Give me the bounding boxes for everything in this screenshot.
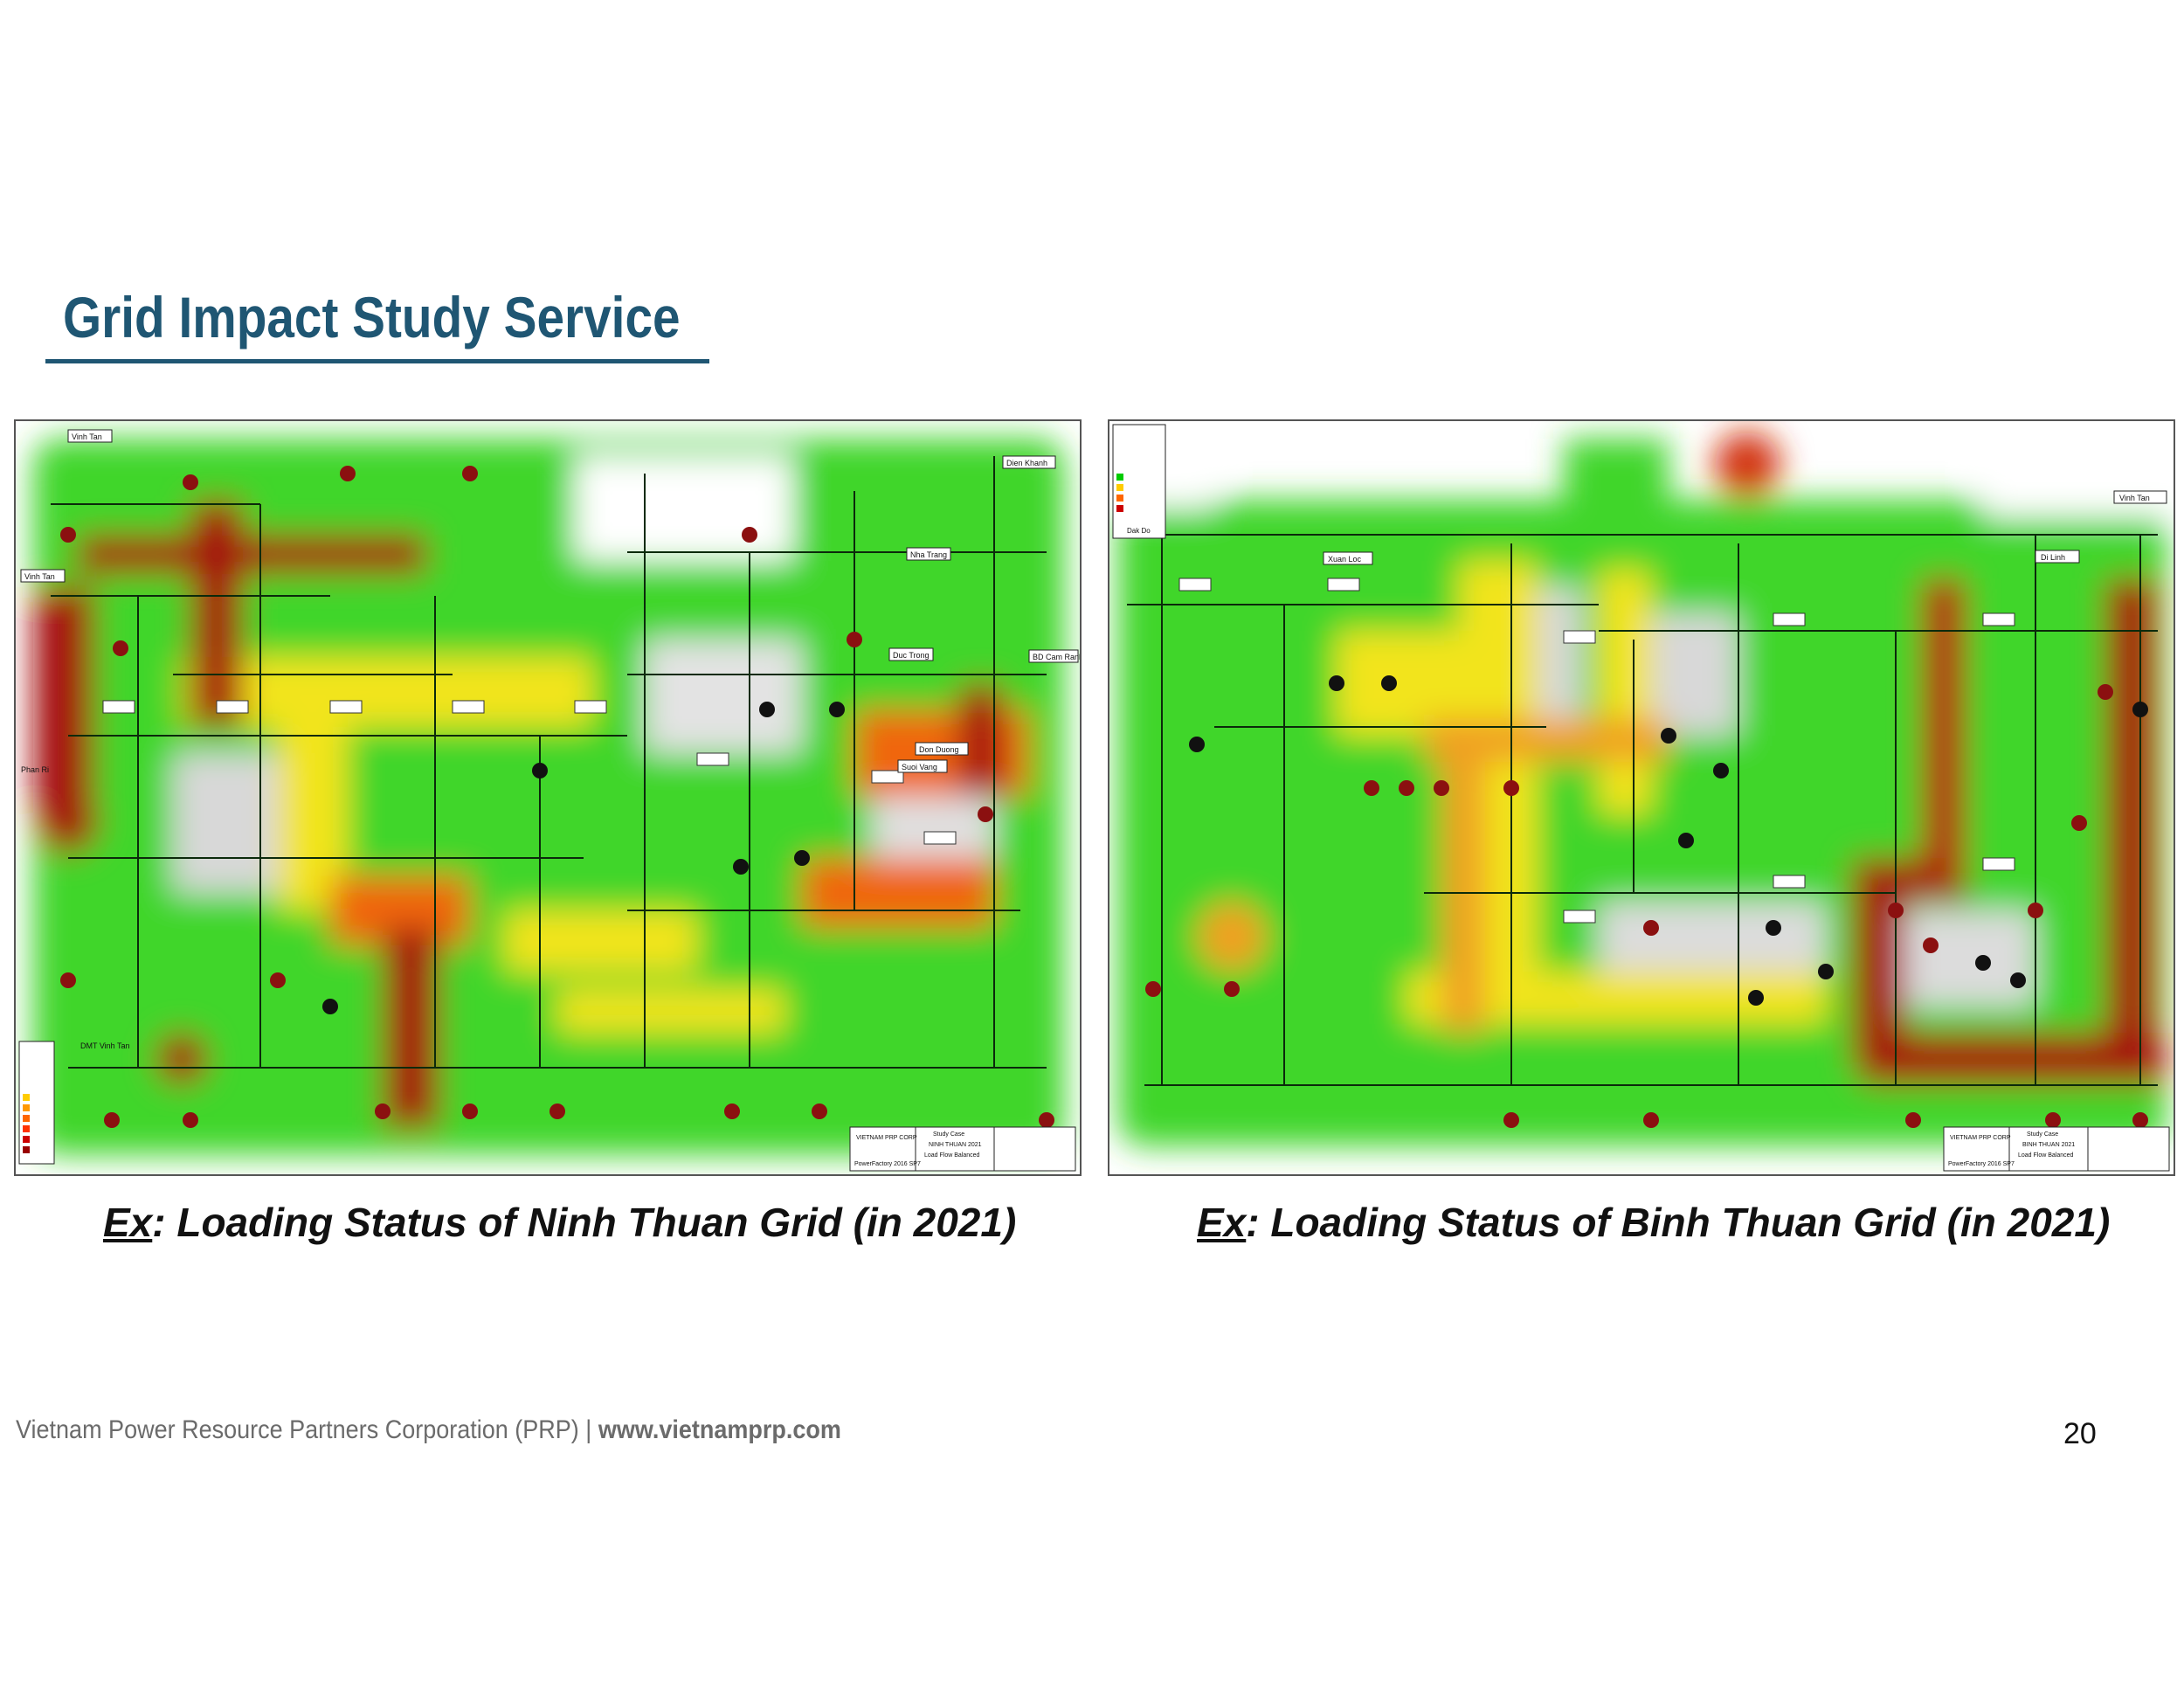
loading-heatmap [1118, 432, 2174, 1146]
caption-prefix: Ex [103, 1200, 153, 1245]
footer-url[interactable]: www.vietnamprp.com [598, 1415, 841, 1444]
svg-text:BINH THUAN 2021: BINH THUAN 2021 [2022, 1142, 2075, 1148]
slide-title: Grid Impact Study Service [63, 285, 681, 349]
caption-binh-thuan: Ex: Loading Status of Binh Thuan Grid (i… [1197, 1199, 2110, 1246]
label-suoi-vang: Suoi Vang [902, 763, 937, 771]
generator-symbols [1145, 684, 2148, 1128]
place-labels: Vinh Tan Vinh Tan Dien Khanh Nha Trang D… [20, 429, 1080, 1050]
ninh-thuan-grid-diagram: Vinh Tan Vinh Tan Dien Khanh Nha Trang D… [14, 419, 1082, 1176]
svg-text:Study Case: Study Case [2027, 1131, 2058, 1138]
caption-text: : Loading Status of Ninh Thuan Grid (in … [152, 1200, 1017, 1245]
title-underline [45, 359, 709, 363]
label-bd-cam-ranh: BD Cam Ranh [1033, 653, 1080, 661]
caption-text: : Loading Status of Binh Thuan Grid (in … [1246, 1200, 2111, 1245]
label-don-duong: Don Duong [919, 745, 959, 754]
binh-thuan-grid-diagram: Xuan Loc Vinh Tan Di Linh Dak Do VIETNAM… [1108, 419, 2175, 1176]
label-di-linh: Di Linh [2041, 553, 2065, 562]
busbars [51, 456, 1047, 1069]
caption-prefix: Ex [1197, 1200, 1247, 1245]
node-tags [1178, 578, 2015, 924]
label-nha-trang: Nha Trang [910, 550, 947, 559]
node-tags [102, 700, 957, 845]
svg-text:Load Flow Balanced: Load Flow Balanced [2018, 1152, 2074, 1159]
black-generator-symbols [1189, 675, 2148, 1006]
label-dak-do: Dak Do [1127, 527, 1151, 535]
label-vinh-tan-west: Vinh Tan [24, 572, 55, 581]
title-block: VIETNAM PRP CORP Study Case NINH THUAN 2… [849, 1126, 1076, 1172]
svg-text:Study Case: Study Case [933, 1131, 964, 1138]
generator-symbols [60, 466, 1054, 1128]
svg-text:NINH THUAN 2021: NINH THUAN 2021 [929, 1142, 982, 1148]
label-vinh-tan: Vinh Tan [2119, 494, 2150, 502]
label-phan-ri: Phan Ri [21, 765, 49, 774]
svg-text:PowerFactory 2016 SP7: PowerFactory 2016 SP7 [1948, 1161, 2015, 1167]
svg-text:VIETNAM PRP CORP: VIETNAM PRP CORP [1950, 1135, 2011, 1141]
svg-text:PowerFactory 2016 SP7: PowerFactory 2016 SP7 [854, 1161, 921, 1167]
svg-text:Load Flow Balanced: Load Flow Balanced [924, 1152, 980, 1159]
legend [18, 1041, 55, 1165]
label-duc-trong: Duc Trong [893, 651, 930, 660]
place-labels: Xuan Loc Vinh Tan Di Linh [1323, 490, 2167, 565]
caption-ninh-thuan: Ex: Loading Status of Ninh Thuan Grid (i… [103, 1199, 1016, 1246]
label-xuan-loc: Xuan Loc [1328, 555, 1362, 564]
label-vinh-tan-north: Vinh Tan [72, 432, 102, 441]
svg-text:VIETNAM PRP CORP: VIETNAM PRP CORP [856, 1135, 917, 1141]
title-block: VIETNAM PRP CORP Study Case BINH THUAN 2… [1943, 1126, 2170, 1172]
footer: Vietnam Power Resource Partners Corporat… [16, 1415, 841, 1445]
loading-heatmap [33, 439, 1064, 1155]
page-number: 20 [2063, 1417, 2097, 1450]
footer-separator: | [585, 1415, 592, 1444]
legend: Dak Do [1112, 424, 1166, 539]
busbars [1127, 534, 2158, 1086]
label-dmt-vinh-tan: DMT Vinh Tan [80, 1041, 130, 1050]
footer-company: Vietnam Power Resource Partners Corporat… [16, 1415, 579, 1444]
label-dien-khanh: Dien Khanh [1006, 459, 1047, 467]
black-generator-symbols [322, 702, 845, 1014]
